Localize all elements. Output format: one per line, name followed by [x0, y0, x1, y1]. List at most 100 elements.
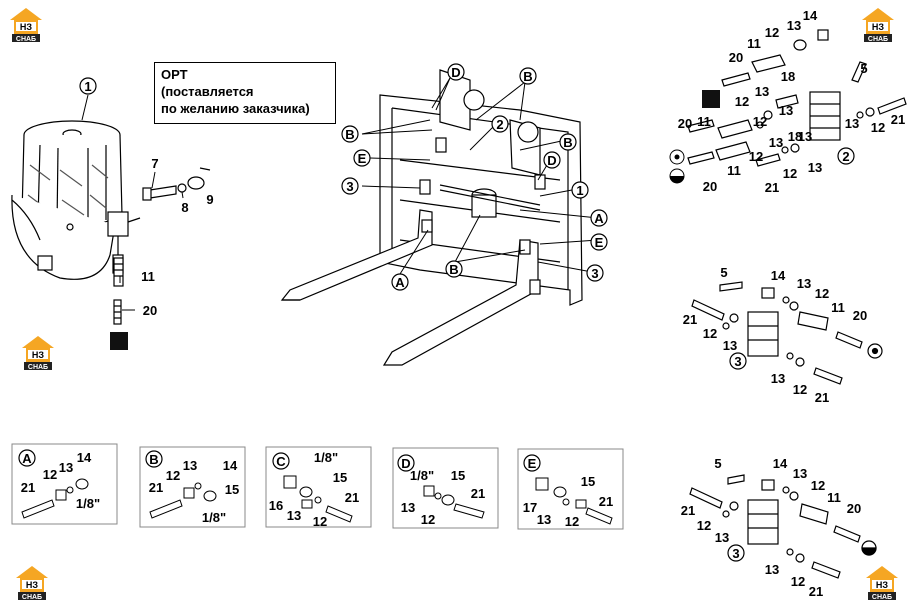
note-line-3: по желанию заказчика) [161, 101, 310, 116]
mr-label-21a: 21 [683, 312, 697, 327]
br-label-14: 14 [773, 456, 788, 471]
detail-box-C: C 1/8" 15 16 13 12 21 [265, 446, 372, 529]
tr-label-20c: 20 [703, 179, 717, 194]
logo-ml-top: НЗ [32, 350, 44, 360]
tr-label-21b: 21 [765, 180, 779, 195]
distributor-assembly-mid [691, 281, 883, 385]
detail-E-21: 21 [599, 494, 613, 509]
detail-C-13: 13 [287, 508, 301, 523]
detail-D-13: 13 [401, 500, 415, 515]
mr-label-12a: 12 [815, 286, 829, 301]
leaders-center [361, 77, 599, 275]
detail-D-letter: D [401, 456, 410, 471]
lubricator-pump [11, 120, 211, 325]
detail-D-thread: 1/8" [410, 468, 434, 483]
tr-label-20a: 20 [729, 50, 743, 65]
plug-square-top [702, 90, 720, 108]
br-label-21a: 21 [681, 503, 695, 518]
mr-label-20: 20 [853, 308, 867, 323]
tr-label-11b: 11 [697, 114, 711, 129]
br-label-13c: 13 [765, 562, 779, 577]
tr-label-13f: 13 [769, 135, 783, 150]
logo-bl-top: НЗ [26, 580, 38, 590]
br-label-5: 5 [714, 456, 721, 471]
mr-label-13a: 13 [797, 276, 811, 291]
mr-label-12c: 12 [793, 382, 807, 397]
tr-label-21a: 21 [891, 112, 905, 127]
detail-D-12: 12 [421, 512, 435, 527]
detail-C-15: 15 [333, 470, 347, 485]
detail-D-21: 21 [471, 486, 485, 501]
detail-C-12: 12 [313, 514, 327, 529]
mr-label-5: 5 [720, 265, 727, 280]
label-D-top: D [451, 65, 460, 80]
label-A-right: A [594, 211, 604, 226]
detail-box-D: D 1/8" 15 21 13 12 [392, 447, 499, 529]
mr-label-12b: 12 [703, 326, 717, 341]
br-label-21b: 21 [809, 584, 823, 599]
detail-box-A: A 21 12 13 14 1/8" [11, 443, 118, 525]
tr-label-18b: 18 [788, 129, 802, 144]
mr-label-11: 11 [831, 300, 845, 315]
note-line-1: ОРТ [161, 67, 188, 82]
detail-B-thread: 1/8" [202, 510, 226, 525]
label-20: 20 [143, 303, 157, 318]
logo-tl-bottom: СНАБ [16, 36, 36, 43]
detail-A-13: 13 [59, 460, 73, 475]
label-D-right: D [547, 153, 556, 168]
tr-label-12a: 12 [765, 25, 779, 40]
logo-tr-top: НЗ [872, 22, 884, 32]
br-label-11: 11 [827, 490, 841, 505]
tr-label-13e: 13 [845, 116, 859, 131]
detail-A-21: 21 [21, 480, 35, 495]
label-E-right: E [595, 235, 604, 250]
tr-label-12f: 12 [783, 166, 797, 181]
detail-D-15: 15 [451, 468, 465, 483]
logo-mid-left: НЗ СНАБ [22, 336, 54, 371]
logo-tl-top: НЗ [20, 22, 32, 32]
label-B-left: B [345, 127, 354, 142]
tr-label-20b: 20 [678, 116, 692, 131]
detail-E-13: 13 [537, 512, 551, 527]
tr-label-11c: 11 [727, 163, 741, 178]
detail-E-letter: E [528, 456, 537, 471]
br-label-13a: 13 [793, 466, 807, 481]
tr-label-12e: 12 [749, 149, 763, 164]
mr-label-21b: 21 [815, 390, 829, 405]
label-B-top: B [523, 69, 532, 84]
label-3-right: 3 [591, 266, 598, 281]
br-label-12a: 12 [811, 478, 825, 493]
detail-box-E: E 17 15 21 13 12 [517, 448, 624, 530]
detail-C-16: 16 [269, 498, 283, 513]
distributor-assembly-top [687, 29, 907, 167]
br-label-13b: 13 [715, 530, 729, 545]
logo-tr-bottom: СНАБ [868, 36, 888, 43]
detail-C-letter: C [276, 454, 286, 469]
label-3-left: 3 [346, 179, 353, 194]
logo-br-top: НЗ [876, 580, 888, 590]
detail-A-14: 14 [77, 450, 92, 465]
label-1: 1 [84, 79, 91, 94]
tr-label-5: 5 [860, 61, 867, 76]
mr-label-13c: 13 [771, 371, 785, 386]
logo-ml-bottom: СНАБ [28, 364, 48, 371]
mr-label-3: 3 [734, 354, 741, 369]
flow-symbols-top [669, 149, 685, 184]
label-9: 9 [206, 192, 213, 207]
logo-bottom-left: НЗ СНАБ [16, 566, 48, 601]
label-E-left: E [358, 151, 367, 166]
tr-label-13a: 13 [787, 18, 801, 33]
detail-B-15: 15 [225, 482, 239, 497]
tr-label-13b: 13 [755, 84, 769, 99]
tr-label-11a: 11 [747, 36, 761, 51]
detail-A-letter: A [22, 451, 32, 466]
detail-B-12: 12 [166, 468, 180, 483]
detail-E-15: 15 [581, 474, 595, 489]
label-8: 8 [181, 200, 188, 215]
label-7: 7 [151, 156, 158, 171]
detail-C-21: 21 [345, 490, 359, 505]
mr-label-13b: 13 [723, 338, 737, 353]
detail-B-13: 13 [183, 458, 197, 473]
detail-B-14: 14 [223, 458, 238, 473]
logo-top-right: НЗ СНАБ [862, 8, 894, 43]
